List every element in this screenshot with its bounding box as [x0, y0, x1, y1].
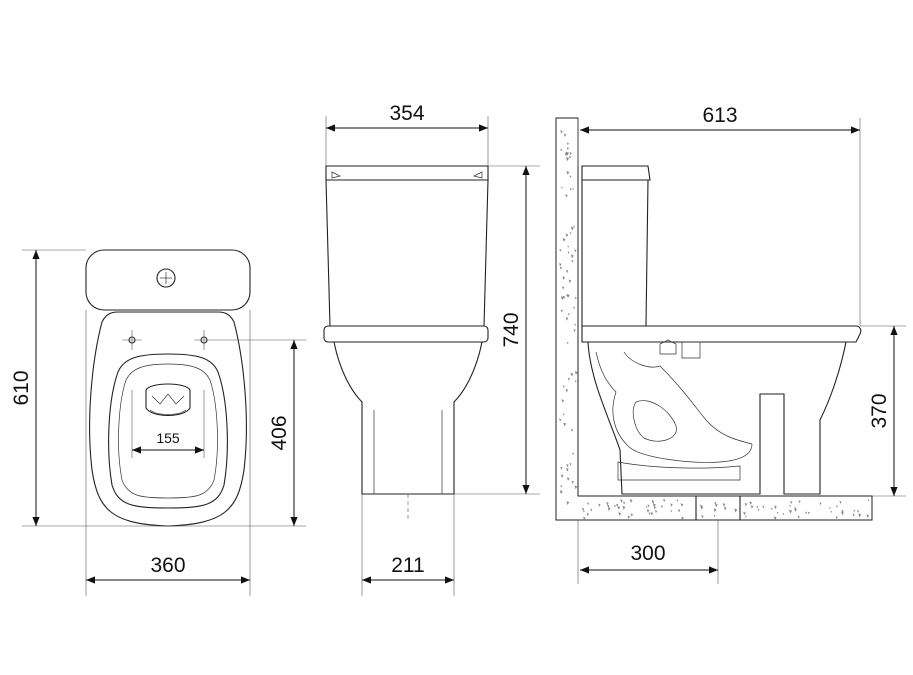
trap-seal	[632, 400, 677, 442]
seat-outline	[89, 311, 247, 527]
dim-label-total-height: 740	[500, 312, 523, 347]
dim-label-outlet-distance: 300	[630, 542, 665, 565]
dim-label-tank-width: 354	[389, 102, 424, 125]
trapway-inner	[623, 351, 753, 445]
trapway-outer	[595, 351, 753, 463]
wall-and-floor	[555, 117, 873, 521]
bowl-front	[333, 341, 483, 495]
seat-rim-front	[323, 325, 489, 343]
seat-side	[581, 325, 862, 343]
hinge-block	[681, 341, 701, 359]
tank-body-front	[325, 179, 489, 327]
bowl-side	[587, 341, 847, 495]
tank-body-side	[581, 179, 649, 327]
front-view: 354 740 211	[323, 102, 540, 596]
dim-label-seat-depth: 406	[268, 415, 291, 450]
tank-lid-front	[325, 165, 489, 181]
dim-label-total-length: 613	[702, 104, 737, 127]
dim-label-front-width: 360	[150, 554, 185, 577]
dim-label-total-depth: 610	[10, 370, 33, 405]
side-view: 613 370 300	[555, 104, 906, 584]
top-view: 610 406 155 360	[10, 249, 306, 596]
seat-ring-inner	[118, 363, 218, 499]
seat-ring-outer	[108, 353, 228, 509]
dim-label-bowl-opening: 155	[156, 430, 180, 446]
flush-button	[156, 268, 176, 288]
dim-label-seat-height: 370	[868, 393, 891, 428]
tank-lid-side	[581, 165, 651, 181]
concrete-texture	[559, 130, 870, 521]
dim-label-base-width: 211	[391, 554, 424, 577]
tank-lid-top	[85, 249, 251, 311]
bowl-outlet	[145, 383, 191, 417]
